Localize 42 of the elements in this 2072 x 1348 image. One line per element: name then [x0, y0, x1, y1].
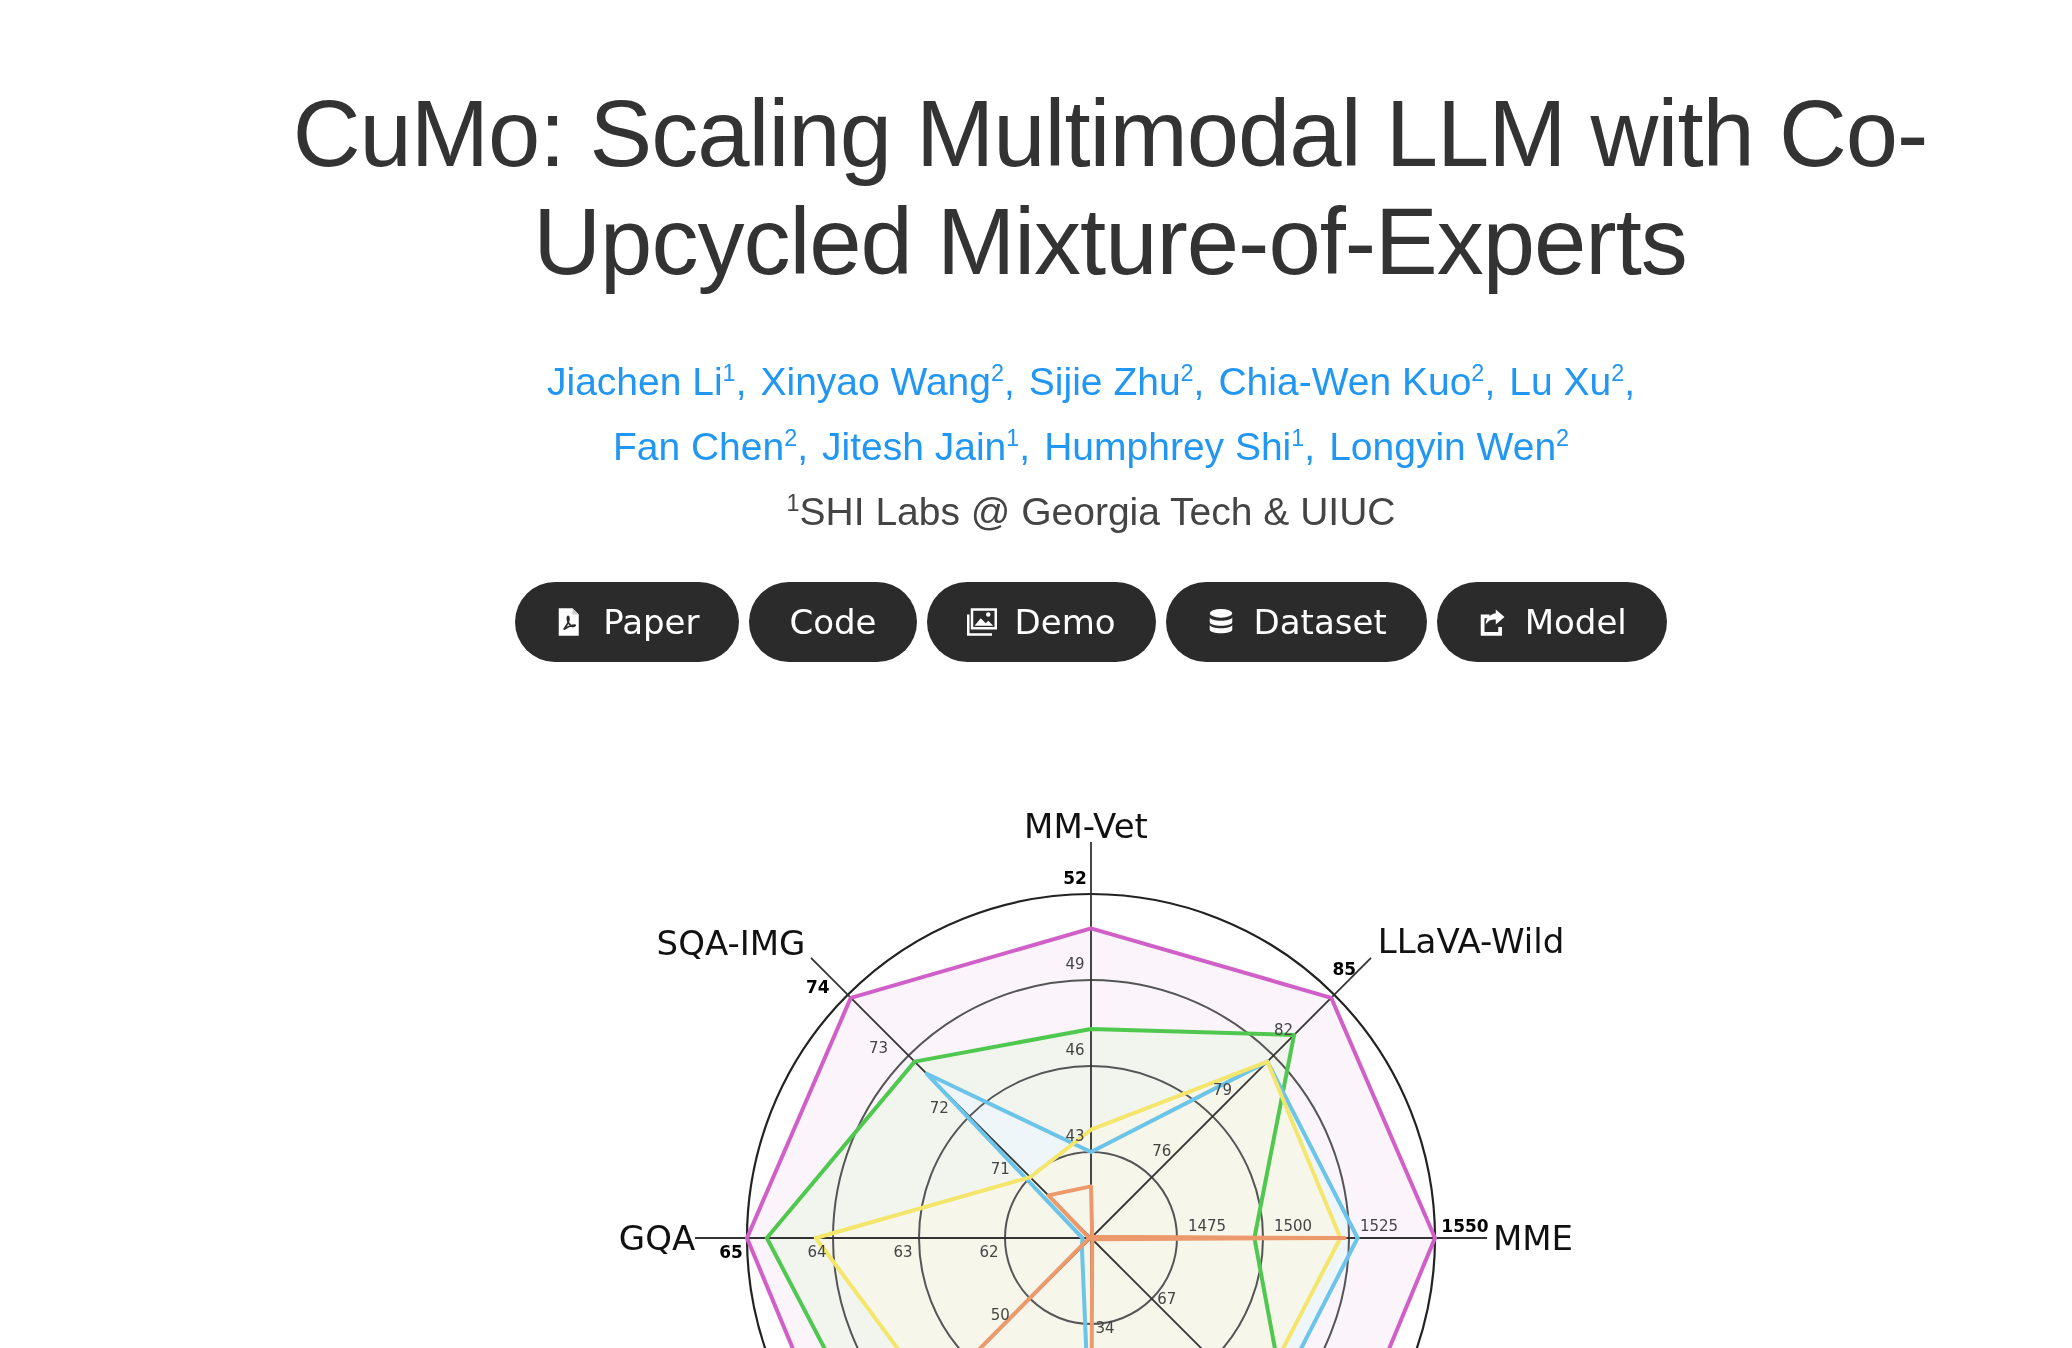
link-button: Demo	[926, 582, 1156, 662]
tick-label: 79	[1213, 1081, 1233, 1100]
tick-label: 1475	[1187, 1217, 1227, 1235]
tick-label: 65	[719, 1242, 743, 1262]
tick-label: 46	[1065, 1041, 1085, 1059]
tick-label: 34	[1095, 1319, 1115, 1337]
tick-label: 72	[929, 1099, 949, 1118]
author-link: Longyin Wen$^{2}$	[1329, 425, 1570, 469]
axis-name: MME	[1492, 1218, 1574, 1258]
tick-label: 64	[807, 1243, 827, 1261]
tick-label: 71	[990, 1160, 1010, 1179]
affiliation-text: $^{1}$SHI Labs @ Georgia Tech & UIUC	[786, 490, 1396, 534]
link-button: Code	[749, 582, 917, 662]
axis-name: SQA-IMG	[656, 923, 806, 963]
author-link: Fan Chen$^{2}$,	[612, 425, 809, 469]
axis-name: MM-Vet	[1024, 806, 1148, 846]
author-link: Xinyao Wang$^{2}$,	[760, 360, 1015, 404]
author-link: Jitesh Jain$^{1}$,	[822, 425, 1031, 469]
link-button: Paper	[515, 582, 740, 662]
tick-label: 85	[1332, 958, 1357, 979]
author-link: Humphrey Shi$^{1}$,	[1044, 425, 1316, 469]
axis-name: GQA	[618, 1218, 696, 1258]
link-button: Dataset	[1165, 582, 1427, 662]
tick-label: 52	[1063, 868, 1087, 888]
author-link: Lu Xu$^{2}$,	[1509, 360, 1635, 404]
link-button: Model	[1436, 582, 1667, 662]
tick-label: 63	[893, 1243, 913, 1261]
tick-label: 1525	[1359, 1217, 1399, 1235]
tick-label: 67	[1157, 1289, 1177, 1308]
tick-label: 50	[990, 1305, 1010, 1324]
tick-label: 74	[805, 976, 830, 997]
tick-label: 49	[1065, 955, 1085, 973]
tick-label: 1550	[1441, 1216, 1489, 1236]
author-link: Chia-Wen Kuo$^{2}$,	[1218, 360, 1496, 404]
tick-label: 73	[869, 1038, 889, 1057]
author-link: Sijie Zhu$^{2}$,	[1028, 360, 1205, 404]
tick-label: 62	[979, 1243, 999, 1261]
axis-name: LLaVA-Wild	[1377, 921, 1565, 961]
tick-label: 1500	[1273, 1217, 1313, 1235]
tick-label: 76	[1152, 1142, 1172, 1161]
page-title: CuMo: Scaling Multimodal LLM with Co-Upcycled Mixture-of-Experts	[291, 80, 1929, 296]
author-link: Jiachen Li$^{1}$,	[547, 360, 747, 404]
